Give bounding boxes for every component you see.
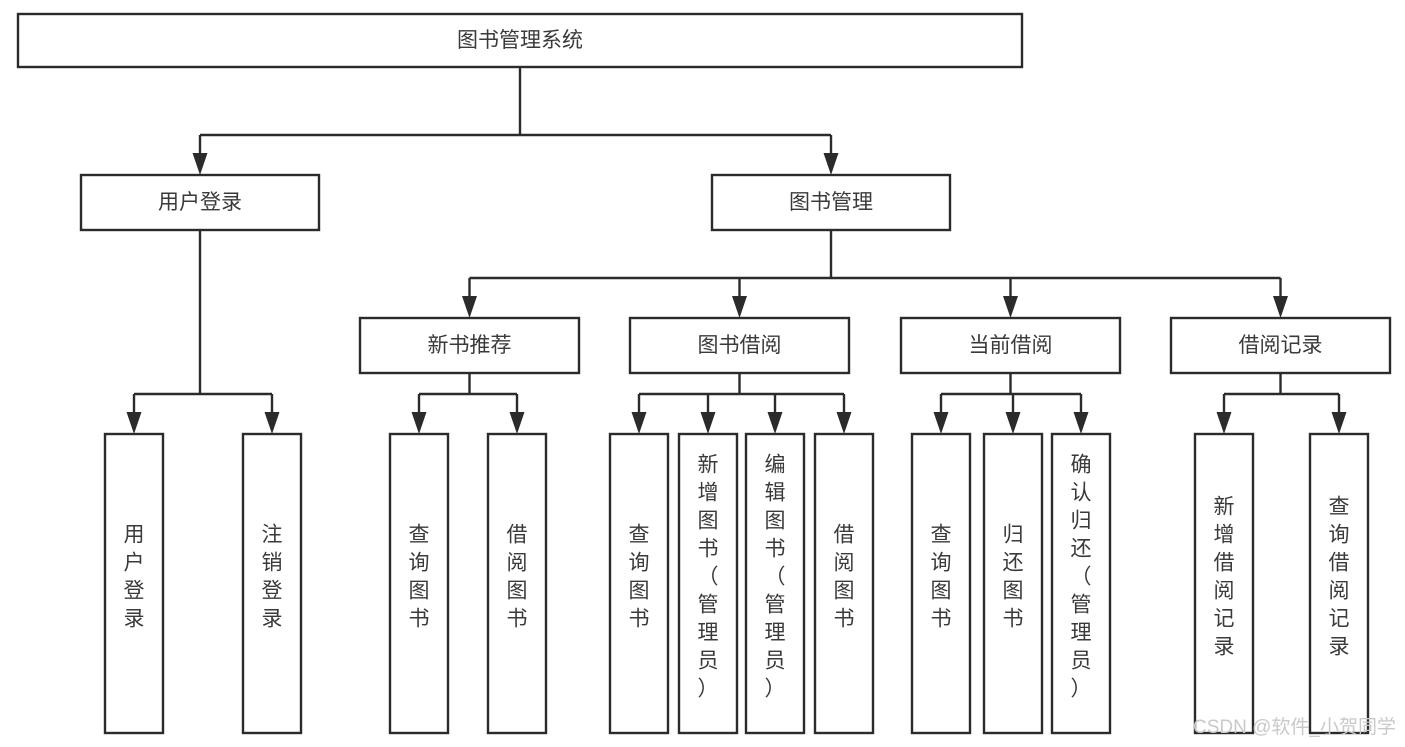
- node-label-leaf-add-record: 新增借阅记录: [1214, 496, 1235, 659]
- arrow-head-leaf-add-record: [1216, 412, 1232, 434]
- arrow-head-user-login: [192, 153, 208, 175]
- node-box-user-login: [79, 173, 321, 232]
- watermark-label: CSDN @软件_小贺同学: [1193, 716, 1396, 738]
- node-label-new-book-recommend: 新书推荐: [428, 334, 512, 357]
- arrow-head-book-borrow: [732, 296, 747, 318]
- node-label-leaf-query-record: 查询借阅记录: [1329, 496, 1350, 659]
- arrow-head-leaf-user-login: [126, 412, 142, 434]
- arrow-head-leaf-logout: [264, 412, 280, 434]
- node-label-book-manage: 图书管理: [789, 191, 873, 214]
- node-box-leaf-add-record: [1193, 432, 1255, 735]
- node-box-leaf-user-login: [103, 432, 165, 735]
- node-label-leaf-logout: 注销登录: [262, 524, 283, 631]
- node-label-leaf-query-book-2: 查询图书: [629, 524, 650, 631]
- node-leaf-user-login[interactable]: 用户登录: [103, 432, 165, 735]
- arrow-head-leaf-query-book-2: [631, 412, 647, 434]
- arrow-head-leaf-query-book-1: [411, 412, 427, 434]
- arrow-head-borrow-record: [1273, 296, 1288, 318]
- node-borrow-record[interactable]: 借阅记录: [1169, 316, 1392, 375]
- node-leaf-add-book[interactable]: 新增图书（管理员）: [677, 432, 739, 735]
- node-label-leaf-confirm-return: 确认归还（管理员）: [1071, 454, 1092, 701]
- node-box-leaf-query-book-1: [388, 432, 450, 735]
- node-label-leaf-user-login: 用户登录: [124, 524, 145, 631]
- nodes-layer: 图书管理系统用户登录图书管理新书推荐图书借阅当前借阅借阅记录用户登录注销登录查询…: [16, 12, 1392, 735]
- node-label-leaf-edit-book: 编辑图书（管理员）: [765, 454, 786, 701]
- arrow-head-book-manage: [823, 153, 839, 175]
- node-label-user-login: 用户登录: [158, 191, 242, 214]
- node-box-leaf-confirm-return: [1050, 432, 1112, 735]
- node-book-borrow[interactable]: 图书借阅: [628, 316, 851, 375]
- node-box-leaf-return-book: [982, 432, 1044, 735]
- node-box-leaf-query-record: [1308, 432, 1370, 735]
- arrow-head-leaf-add-book: [700, 412, 716, 434]
- node-book-manage[interactable]: 图书管理: [710, 173, 952, 232]
- node-user-login[interactable]: 用户登录: [79, 173, 321, 232]
- node-box-book-borrow: [628, 316, 851, 375]
- node-box-leaf-query-book-3: [910, 432, 972, 735]
- arrow-head-leaf-return-book: [1005, 412, 1021, 434]
- node-label-borrow-record: 借阅记录: [1239, 334, 1323, 357]
- node-leaf-edit-book[interactable]: 编辑图书（管理员）: [744, 432, 806, 735]
- node-label-root: 图书管理系统: [457, 29, 583, 52]
- arrow-head-leaf-edit-book: [767, 412, 783, 434]
- node-box-new-book-recommend: [358, 316, 581, 375]
- node-label-book-borrow: 图书借阅: [698, 334, 782, 357]
- node-label-leaf-query-book-1: 查询图书: [409, 524, 430, 631]
- node-box-borrow-record: [1169, 316, 1392, 375]
- node-box-leaf-borrow-book-2: [813, 432, 875, 735]
- node-leaf-add-record[interactable]: 新增借阅记录: [1193, 432, 1255, 735]
- node-box-leaf-edit-book: [744, 432, 806, 735]
- node-leaf-query-book-2[interactable]: 查询图书: [608, 432, 670, 735]
- node-label-leaf-return-book: 归还图书: [1003, 524, 1024, 631]
- node-label-leaf-add-book: 新增图书（管理员）: [698, 454, 719, 701]
- arrow-head-leaf-confirm-return: [1073, 412, 1089, 434]
- node-leaf-query-book-3[interactable]: 查询图书: [910, 432, 972, 735]
- node-label-leaf-borrow-book-2: 借阅图书: [834, 524, 855, 631]
- arrow-head-leaf-query-book-3: [933, 412, 949, 434]
- node-leaf-query-book-1[interactable]: 查询图书: [388, 432, 450, 735]
- node-new-book-recommend[interactable]: 新书推荐: [358, 316, 581, 375]
- arrow-head-leaf-borrow-book-2: [836, 412, 852, 434]
- node-label-leaf-query-book-3: 查询图书: [931, 524, 952, 631]
- node-leaf-borrow-book-1[interactable]: 借阅图书: [486, 432, 548, 735]
- arrow-head-leaf-query-record: [1331, 412, 1347, 434]
- node-box-book-manage: [710, 173, 952, 232]
- node-leaf-borrow-book-2[interactable]: 借阅图书: [813, 432, 875, 735]
- node-box-leaf-borrow-book-1: [486, 432, 548, 735]
- node-label-leaf-borrow-book-1: 借阅图书: [507, 524, 528, 631]
- arrow-head-new-book-recommend: [462, 296, 477, 318]
- node-box-leaf-add-book: [677, 432, 739, 735]
- node-leaf-query-record[interactable]: 查询借阅记录: [1308, 432, 1370, 735]
- node-box-leaf-query-book-2: [608, 432, 670, 735]
- arrow-head-leaf-borrow-book-1: [509, 412, 525, 434]
- node-box-leaf-logout: [241, 432, 303, 735]
- node-leaf-return-book[interactable]: 归还图书: [982, 432, 1044, 735]
- arrow-head-current-borrow: [1003, 296, 1018, 318]
- node-box-current-borrow: [899, 316, 1122, 375]
- node-leaf-confirm-return[interactable]: 确认归还（管理员）: [1050, 432, 1112, 735]
- node-label-current-borrow: 当前借阅: [969, 334, 1053, 357]
- node-box-root: [16, 12, 1024, 69]
- node-leaf-logout[interactable]: 注销登录: [241, 432, 303, 735]
- node-current-borrow[interactable]: 当前借阅: [899, 316, 1122, 375]
- connectors-layer: [126, 67, 1347, 434]
- node-root[interactable]: 图书管理系统: [16, 12, 1024, 69]
